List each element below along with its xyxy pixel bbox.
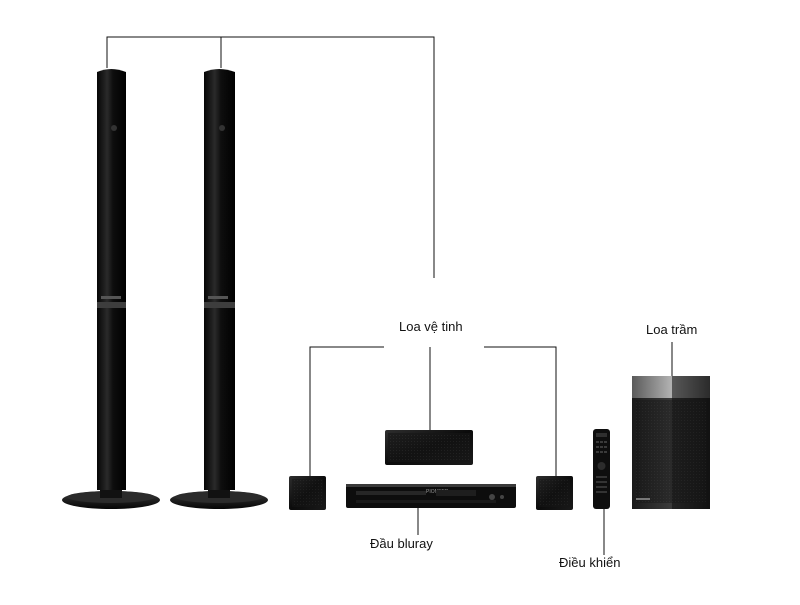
- tower-body: [97, 69, 126, 490]
- satellite-left-connector-line: [309, 346, 384, 476]
- bluray-player: PIONEER: [346, 484, 516, 508]
- label-remote-control: Điều khiển: [559, 555, 621, 570]
- tower-logo-dot: [111, 125, 117, 131]
- satellite-speaker-right: [536, 476, 573, 510]
- center-speaker: [385, 430, 473, 465]
- satellite-right-connector-line: [484, 346, 557, 476]
- label-bluray-player: Đầu bluray: [370, 536, 433, 551]
- satellite-speaker-left: [289, 476, 326, 510]
- remote-dpad-icon: [597, 462, 606, 470]
- tower-body: [204, 69, 235, 490]
- label-subwoofer: Loa trầm: [646, 322, 698, 337]
- label-satellite-speakers: Loa vệ tinh: [399, 319, 463, 334]
- bluray-knob-icon: [489, 494, 495, 500]
- subwoofer: [632, 376, 710, 509]
- tower-speaker-right: [170, 69, 268, 509]
- connector-lines: [106, 36, 673, 555]
- remote-control: [593, 429, 610, 509]
- tower-logo-dot: [219, 125, 225, 131]
- tower-connector-line: [106, 36, 435, 278]
- tower-speaker-left: [62, 69, 160, 509]
